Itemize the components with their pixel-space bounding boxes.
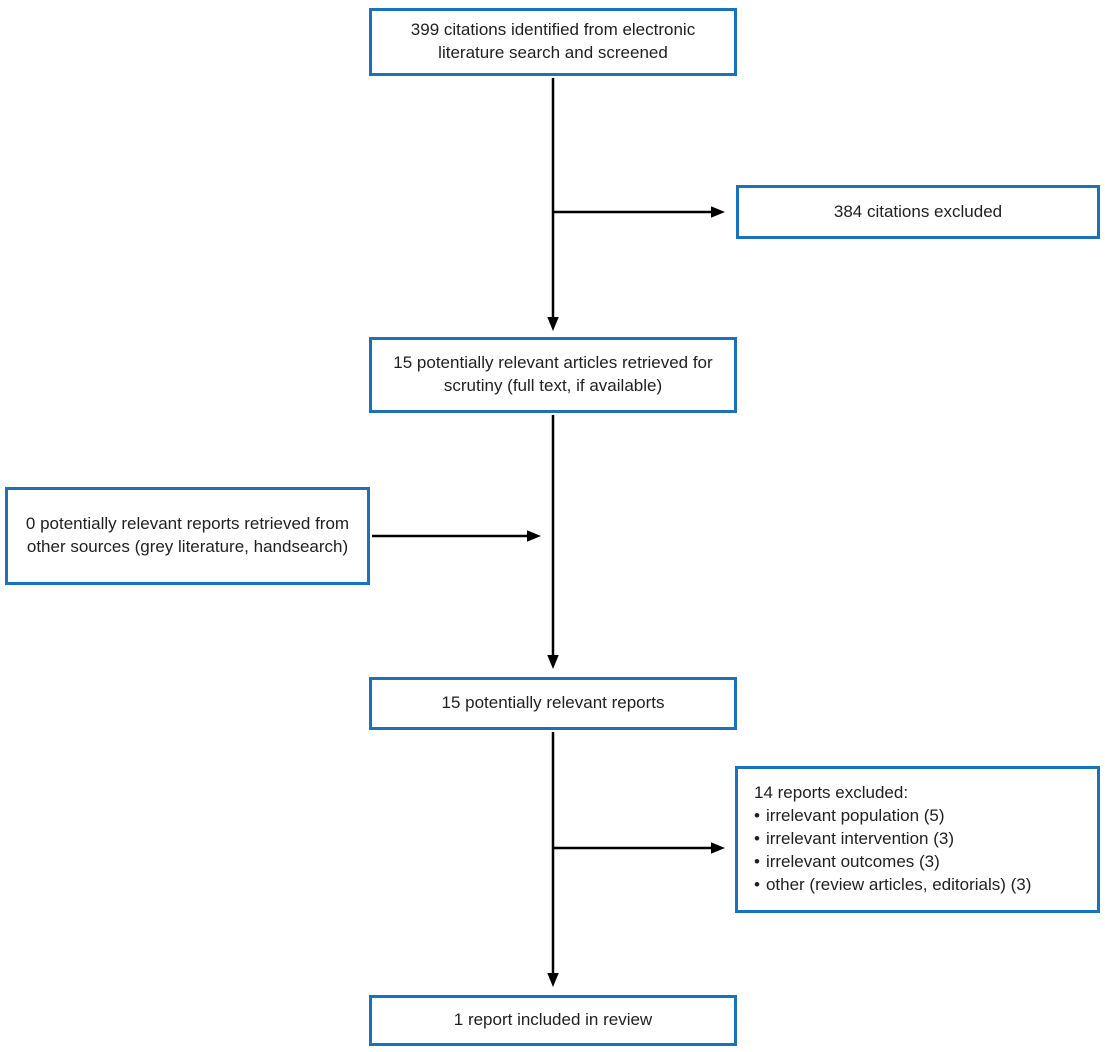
box-relevant-reports-label: 15 potentially relevant reports: [441, 693, 665, 713]
excluded-reason-label: irrelevant intervention (3): [765, 828, 954, 848]
excluded-reason-item: • other (review articles, editorials) (3…: [754, 874, 1083, 897]
bullet-icon: •: [754, 828, 760, 848]
excluded-reason-label: irrelevant outcomes (3): [765, 851, 940, 871]
excluded-reason-label: other (review articles, editorials) (3): [765, 874, 1032, 894]
box-articles-retrieved: 15 potentially relevant articles retriev…: [369, 337, 737, 413]
box-articles-retrieved-label: 15 potentially relevant articles retriev…: [393, 353, 713, 395]
box-citations-identified: 399 citations identified from electronic…: [369, 8, 737, 76]
box-reports-excluded: 14 reports excluded: • irrelevant popula…: [735, 766, 1100, 913]
reports-excluded-list: • irrelevant population (5) • irrelevant…: [754, 805, 1083, 897]
bullet-icon: •: [754, 874, 760, 894]
excluded-reason-item: • irrelevant population (5): [754, 805, 1083, 828]
reports-excluded-heading: 14 reports excluded:: [754, 783, 909, 802]
box-citations-identified-label: 399 citations identified from electronic…: [410, 20, 696, 62]
excluded-reason-label: irrelevant population (5): [765, 805, 945, 825]
excluded-reason-item: • irrelevant outcomes (3): [754, 851, 1083, 874]
box-report-included-label: 1 report included in review: [453, 1010, 653, 1030]
bullet-icon: •: [754, 805, 760, 825]
box-other-sources-label: 0 potentially relevant reports retrieved…: [25, 514, 350, 556]
box-other-sources: 0 potentially relevant reports retrieved…: [5, 487, 370, 585]
box-citations-excluded-label: 384 citations excluded: [833, 201, 1003, 221]
bullet-icon: •: [754, 851, 760, 871]
box-relevant-reports: 15 potentially relevant reports: [369, 677, 737, 730]
excluded-reason-item: • irrelevant intervention (3): [754, 828, 1083, 851]
box-citations-excluded: 384 citations excluded: [736, 185, 1100, 239]
box-report-included: 1 report included in review: [369, 995, 737, 1046]
